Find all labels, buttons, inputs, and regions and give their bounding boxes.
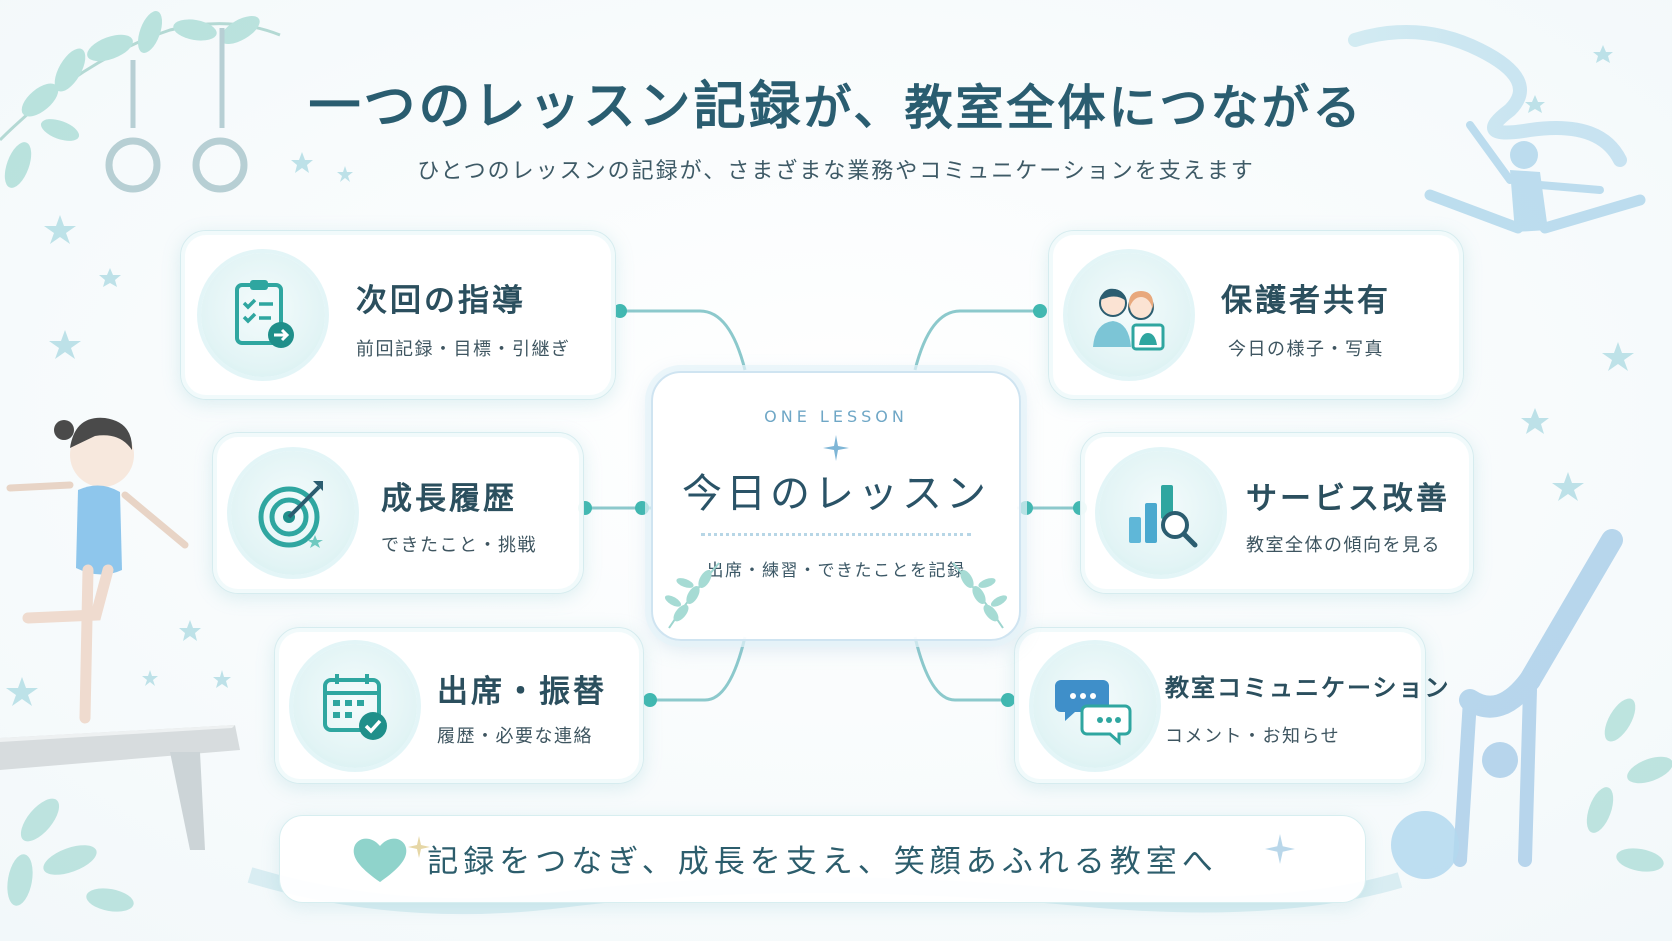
title-main: 一つのレッスン記録 [308,77,804,137]
gym-ball [1391,811,1459,879]
card-subtitle: 履歴・必要な連絡 [437,726,593,747]
calendar-check-icon [323,674,387,740]
icon-circle [1099,451,1223,575]
gymnastic-rings [105,28,248,193]
center-subtitle: 出席・練習・できたことを記録 [706,561,966,581]
center-eyebrow: ONE LESSON [764,407,908,426]
leaves-top-left [0,11,281,188]
icon-circle [293,644,417,768]
card-subtitle: コメント・お知らせ [1165,726,1341,747]
heart-icon [353,838,407,882]
card-title: 次回の指導 [356,283,526,319]
icon-circle [1033,644,1157,768]
bottom-banner: 記録をつなぎ、成長を支え、笑顔あふれる教室へ [279,815,1366,903]
center-lesson-card: ONE LESSON 今日のレッスン 出席・練習・できたことを記録 [651,371,1021,641]
card-title: 出席・振替 [437,674,607,710]
laurel-left-icon [664,562,720,629]
card-next-guidance: 次回の指導 前回記録・目標・引継ぎ [180,230,616,400]
card-attendance: 出席・振替 履歴・必要な連絡 [274,627,644,784]
icon-circle [201,253,325,377]
icon-circle [231,451,355,575]
family-photo-icon [1093,288,1165,351]
laurel-right-icon [952,562,1008,629]
decorative-stars [6,45,1634,706]
ribbon-top-right [1348,25,1627,167]
card-title: サービス改善 [1246,481,1450,517]
target-arrow-icon [258,481,323,548]
clipboard-checklist-icon [235,280,294,348]
center-title: 今日のレッスン [682,471,990,517]
gymnast-leap-figure [1424,121,1646,234]
sparkle-left-icon [408,836,430,858]
card-guardian-share: 保護者共有 今日の様子・写真 [1048,230,1464,400]
connector-lines [585,309,1080,702]
dotted-divider [701,533,971,536]
bar-chart-search-icon [1129,485,1198,548]
card-growth-history: 成長履歴 できたこと・挑戦 [212,432,584,594]
title-rest: が、教室全体につながる [803,80,1364,136]
card-title: 保護者共有 [1221,283,1391,319]
card-subtitle: できたこと・挑戦 [381,535,537,556]
connector-dots [578,304,1087,707]
page-subtitle: ひとつのレッスンの記録が、さまざまな業務やコミュニケーションを支えます [417,159,1255,184]
leaves-bottom-left [7,798,134,912]
icon-circle [1067,253,1191,377]
card-subtitle: 前回記録・目標・引継ぎ [356,339,571,360]
card-subtitle: 教室全体の傾向を見る [1246,535,1441,556]
chat-bubbles-icon [1055,680,1132,746]
card-subtitle: 今日の様子・写真 [1228,339,1384,360]
page-title: 一つのレッスン記録が、教室全体につながる [308,64,1363,139]
gymnast-bridge-figure [1453,529,1623,867]
balance-beam [0,725,240,850]
sparkle-icon [823,435,849,461]
sparkle-right-icon [1265,834,1295,864]
banner-text: 記録をつなぎ、成長を支え、笑顔あふれる教室へ [427,844,1218,880]
card-title: 成長履歴 [381,481,517,517]
leaves-bottom-right [1586,698,1672,872]
header: 一つのレッスン記録が、教室全体につながる [0,64,1672,139]
card-title: 教室コミュニケーション [1165,674,1451,702]
card-classroom-communication: 教室コミュニケーション コメント・お知らせ [1014,627,1449,784]
gymnast-girl-figure [6,417,189,724]
card-service-improvement: サービス改善 教室全体の傾向を見る [1080,432,1474,594]
